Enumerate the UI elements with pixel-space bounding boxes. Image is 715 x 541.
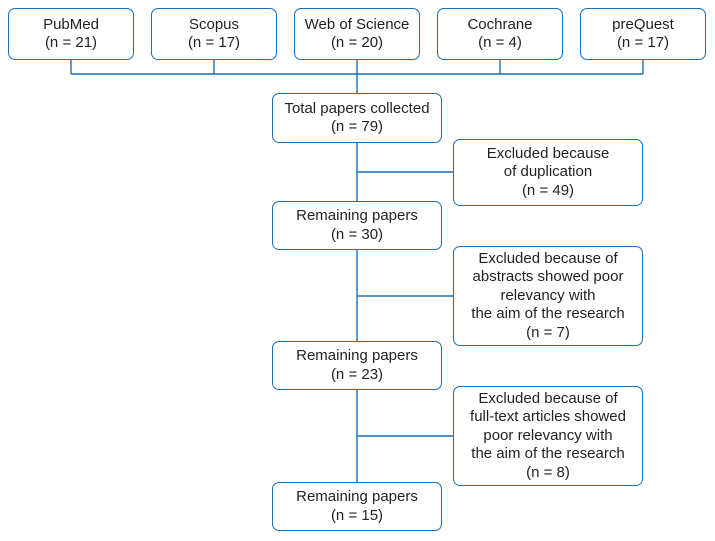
source-name: Scopus (188, 15, 240, 33)
remaining-papers-box: Remaining papers (n = 15) (272, 482, 442, 531)
exclusion-box-duplication: Excluded because of duplication (n = 49) (453, 139, 643, 206)
main-label: Remaining papers (296, 347, 418, 364)
exclusion-count: (n = 8) (526, 463, 570, 481)
exclusion-line: Excluded because (486, 144, 610, 162)
source-box-pubmed: PubMed (n = 21) (8, 8, 134, 60)
exclusion-line: the aim of the research (471, 445, 625, 463)
exclusion-line: the aim of the research (471, 305, 625, 323)
source-name: Cochrane (467, 15, 533, 33)
exclusion-line: Excluded because of (478, 249, 618, 267)
main-count: (n = 15) (330, 506, 384, 524)
main-count: (n = 23) (330, 365, 384, 383)
source-box-web-of-science: Web of Science (n = 20) (294, 8, 420, 60)
remaining-papers-box: Remaining papers (n = 23) (272, 341, 442, 390)
source-count: (n = 21) (44, 34, 98, 51)
exclusion-line: poor relevancy with (483, 426, 613, 444)
source-box-cochrane: Cochrane (n = 4) (437, 8, 563, 60)
exclusion-line: of duplication (503, 163, 593, 181)
source-count: (n = 20) (330, 34, 384, 51)
main-label: Total papers collected (284, 99, 430, 117)
exclusion-line: Excluded because of (478, 389, 618, 407)
exclusion-count: (n = 49) (521, 181, 575, 199)
source-count: (n = 17) (616, 34, 670, 51)
exclusion-line: relevancy with (500, 286, 596, 304)
exclusion-box-abstracts: Excluded because of abstracts showed poo… (453, 246, 643, 346)
main-label: Remaining papers (296, 488, 418, 505)
exclusion-line: full-text articles showed (470, 408, 626, 426)
source-count: (n = 4) (478, 34, 522, 51)
source-name: PubMed (43, 15, 99, 33)
main-count: (n = 30) (330, 225, 384, 243)
source-name: preQuest (612, 15, 674, 33)
source-name: Web of Science (304, 15, 410, 33)
main-label: Remaining papers (296, 207, 418, 224)
exclusion-line: abstracts showed poor (472, 268, 624, 286)
remaining-papers-box: Remaining papers (n = 30) (272, 201, 442, 250)
main-count: (n = 79) (330, 118, 384, 135)
exclusion-box-full-text: Excluded because of full-text articles s… (453, 386, 643, 486)
total-papers-box: Total papers collected (n = 79) (272, 93, 442, 143)
source-count: (n = 17) (187, 34, 241, 51)
exclusion-count: (n = 7) (526, 323, 570, 341)
source-box-scopus: Scopus (n = 17) (151, 8, 277, 60)
source-box-prequest: preQuest (n = 17) (580, 8, 706, 60)
